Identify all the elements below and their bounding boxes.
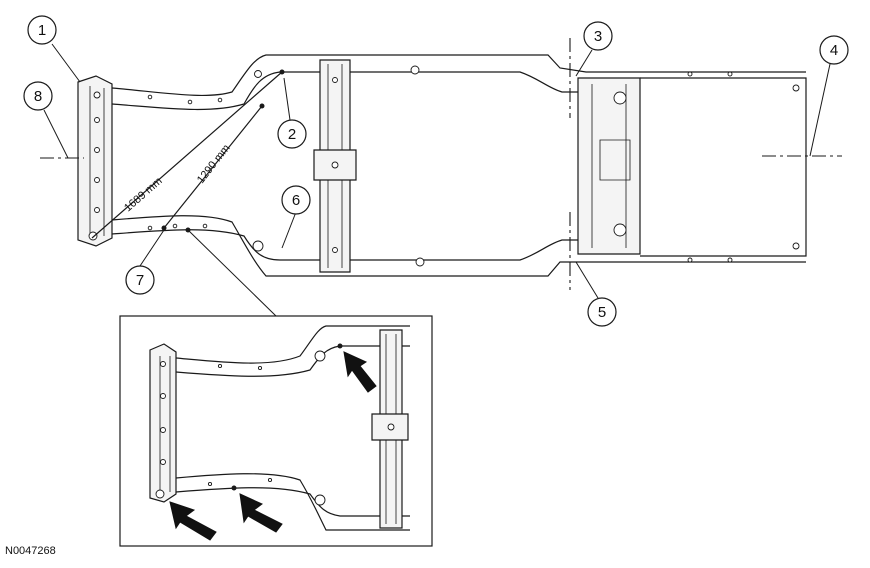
svg-text:2: 2 xyxy=(288,126,296,143)
figure-reference-id: N0047268 xyxy=(5,545,56,557)
arrow-icon xyxy=(169,501,217,541)
main-frame xyxy=(77,54,807,277)
dimension-label-1689: 1689 mm xyxy=(122,175,164,214)
callout-3: 3 xyxy=(583,21,613,51)
callout-6: 6 xyxy=(281,185,311,215)
callout-5: 5 xyxy=(587,297,617,327)
dimension-label-1290: 1290 mm xyxy=(195,142,233,186)
callout-4: 4 xyxy=(819,35,849,65)
detail-inset xyxy=(119,315,433,547)
svg-text:6: 6 xyxy=(292,192,300,209)
svg-text:1: 1 xyxy=(38,22,46,39)
callout-7: 7 xyxy=(125,265,155,295)
arrow-icon xyxy=(343,351,377,393)
callout-2: 2 xyxy=(277,119,307,149)
svg-text:5: 5 xyxy=(598,304,606,321)
svg-text:4: 4 xyxy=(830,42,838,59)
callout-8: 8 xyxy=(23,81,53,111)
centerlines xyxy=(40,38,842,290)
svg-text:3: 3 xyxy=(594,28,602,45)
callout-1: 1 xyxy=(27,15,57,45)
svg-text:7: 7 xyxy=(136,272,144,289)
arrow-icon xyxy=(239,493,283,533)
callouts: 1 8 2 3 4 5 6 7 xyxy=(23,15,849,327)
svg-text:8: 8 xyxy=(34,88,42,105)
